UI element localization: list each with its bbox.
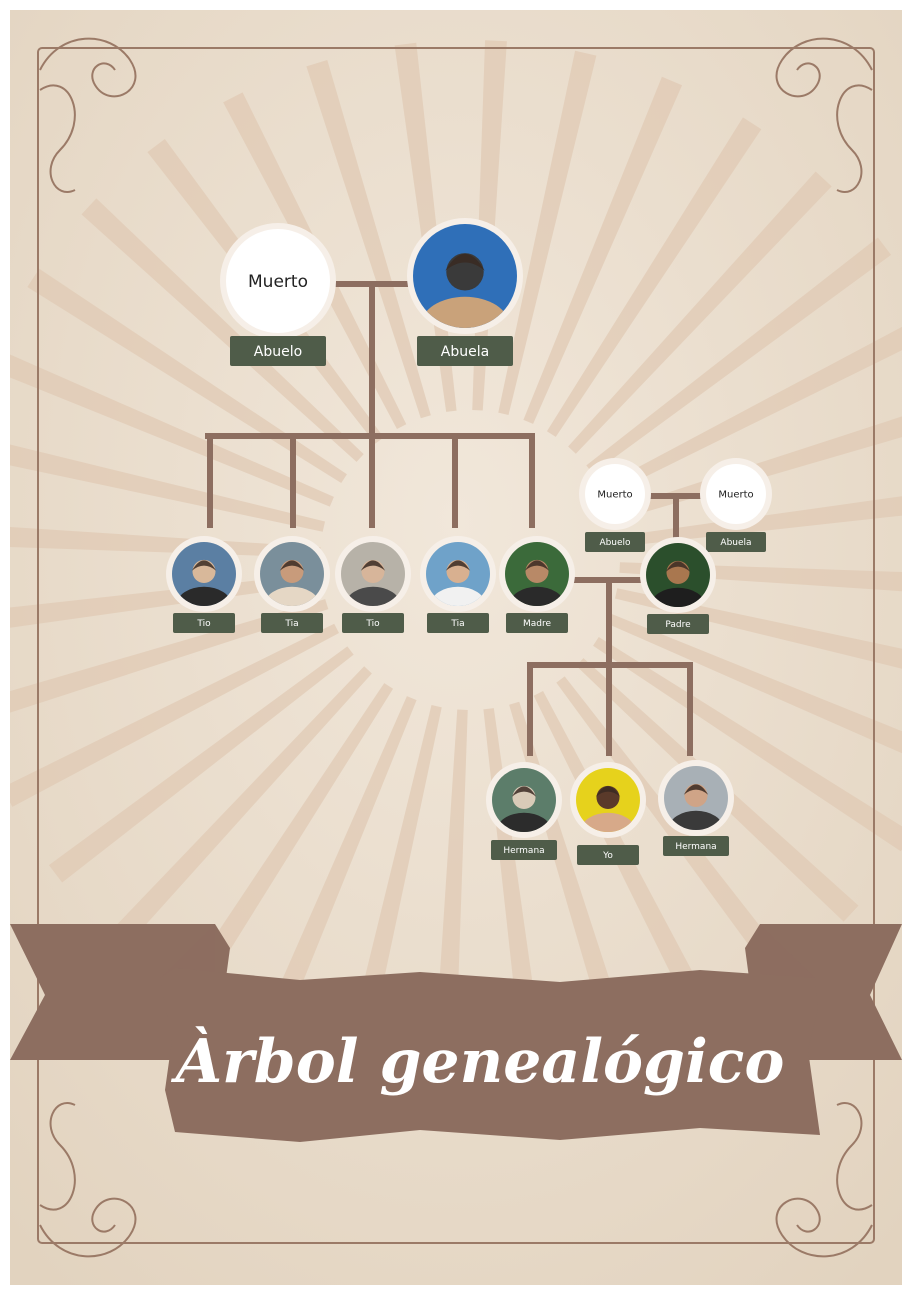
sunburst-ray <box>606 613 902 754</box>
sunburst-ray <box>601 326 902 497</box>
sunburst-ray <box>306 59 431 419</box>
person-node-padre: Padre <box>640 537 716 634</box>
name-label-box <box>647 614 709 634</box>
sunburst-ray <box>10 623 339 807</box>
deceased-text: Muerto <box>597 490 632 501</box>
person-node-tio-3: Tio <box>335 536 411 633</box>
sunburst-ray <box>10 573 322 628</box>
name-label-box <box>230 336 326 366</box>
photo-avatar <box>172 542 236 606</box>
deceased-text: Muerto <box>248 272 308 292</box>
sunburst-ray <box>593 636 902 852</box>
deceased-avatar <box>226 229 330 333</box>
name-label-box <box>427 613 489 633</box>
person-node-tio-1: Tio <box>166 536 242 633</box>
name-label: Tio <box>365 619 380 629</box>
name-label: Abuelo <box>599 538 631 548</box>
sunburst-ray <box>586 237 892 474</box>
person-node-abuela-paterna: Abuela <box>407 218 523 366</box>
name-label: Tio <box>196 619 211 629</box>
corner-flourish-bottom-left <box>39 1102 137 1258</box>
sunburst-ray <box>546 117 762 437</box>
photo-avatar <box>505 542 569 606</box>
photo-avatar <box>341 542 405 606</box>
deceased-text: Muerto <box>718 490 753 501</box>
photo-avatar <box>646 543 710 607</box>
corner-flourish-top-left <box>39 37 137 193</box>
name-label-box <box>261 613 323 633</box>
deceased-avatar <box>585 464 645 524</box>
sunburst-ray <box>618 496 902 547</box>
name-label: Hermana <box>503 846 544 856</box>
sunburst-ray <box>81 198 364 462</box>
name-label-box <box>417 336 513 366</box>
person-node-tia-4: Tia <box>420 536 496 633</box>
name-label: Abuelo <box>254 344 302 360</box>
name-label: Padre <box>665 620 691 630</box>
photo-avatar <box>664 766 728 830</box>
poster-title: Àrbol genealógico <box>171 1026 785 1097</box>
sunburst-ray <box>568 171 832 454</box>
name-label-box <box>585 532 645 552</box>
person-node-hermana-1: Hermana <box>486 762 562 860</box>
corner-flourish-top-right <box>775 37 873 193</box>
person-node-madre: Madre <box>499 536 575 633</box>
photo-avatar <box>413 224 517 328</box>
photo-avatar <box>260 542 324 606</box>
sunburst-ray <box>27 268 347 484</box>
sunburst-ray <box>10 526 321 558</box>
sunburst-ray <box>108 666 372 949</box>
person-node-tia-2: Tia <box>254 536 330 633</box>
sunburst-ray <box>10 354 334 507</box>
sunburst-ray <box>178 683 394 1003</box>
sunburst-ray <box>257 696 417 1044</box>
person-node-yo: Yo <box>570 762 646 865</box>
name-label-box <box>663 836 729 856</box>
photo-avatar <box>426 542 490 606</box>
tree-connectors <box>205 281 706 756</box>
name-label: Hermana <box>675 842 716 852</box>
name-label: Tia <box>284 619 298 629</box>
deceased-avatar <box>706 464 766 524</box>
ornamental-border <box>37 37 875 1258</box>
name-label-box <box>173 613 235 633</box>
sunburst-ray <box>10 599 329 713</box>
sunburst-ray <box>498 50 597 416</box>
title-banner: Àrbol genealógico <box>10 924 902 1142</box>
name-label-box <box>506 613 568 633</box>
sunburst-ray <box>10 444 326 532</box>
name-label-box <box>491 840 557 860</box>
person-node-hermana-2: Hermana <box>658 760 734 856</box>
sunburst-ray <box>523 76 683 424</box>
photo-avatar <box>576 768 640 832</box>
name-label: Tia <box>450 619 464 629</box>
corner-flourish-bottom-right <box>775 1102 873 1258</box>
name-label-box <box>706 532 766 552</box>
name-label: Madre <box>523 619 551 629</box>
name-label: Abuela <box>720 538 751 548</box>
banner-main <box>160 968 820 1142</box>
photo-avatar <box>492 768 556 832</box>
name-label: Abuela <box>441 344 489 360</box>
name-label-box <box>342 613 404 633</box>
sunburst-ray <box>48 646 354 883</box>
name-label-box <box>577 845 639 865</box>
name-label: Yo <box>602 851 613 861</box>
